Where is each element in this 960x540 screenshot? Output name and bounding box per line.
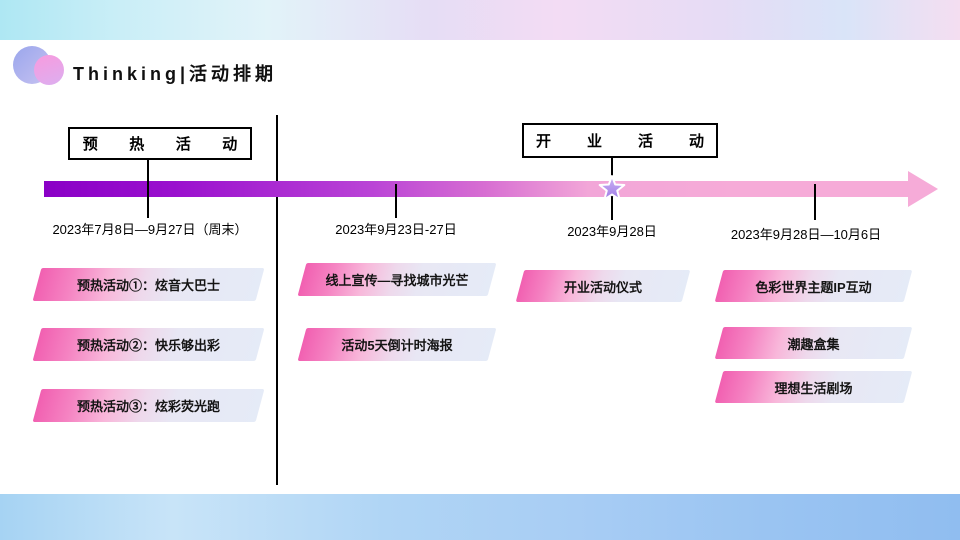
activity-item: 开业活动仪式 [515, 270, 691, 302]
logo-circle-pink-icon [34, 55, 64, 85]
activity-item-label: 预热活动③：炫彩荧光跑 [76, 399, 220, 414]
connector-line-milestone-4 [814, 184, 816, 220]
star-icon [598, 175, 626, 201]
activity-item-label: 色彩世界主题IP互动 [755, 279, 872, 295]
page-title: Thinking|活动排期 [73, 64, 278, 84]
section-label-opening: 开业活动 [535, 133, 740, 150]
section-box-preheat: 预热活动 [68, 127, 252, 160]
activity-item: 预热活动③：炫彩荧光跑 [32, 389, 265, 422]
milestone-date-3: 2023年9月28日 [567, 224, 657, 239]
activity-item-label: 预热活动②：快乐够出彩 [76, 338, 220, 353]
activity-item: 色彩世界主题IP互动 [714, 270, 913, 302]
timeline-arrowhead-icon [908, 171, 938, 207]
activity-item-label: 潮趣盒集 [787, 336, 840, 352]
connector-line-preheat [147, 160, 149, 218]
connector-line-milestone-2 [395, 184, 397, 218]
bottom-banner-decoration [0, 494, 960, 540]
vertical-divider-line [276, 115, 278, 485]
activity-item-label: 线上宣传—寻找城市光芒 [325, 273, 469, 288]
activity-item: 潮趣盒集 [714, 327, 913, 359]
activity-item: 预热活动②：快乐够出彩 [32, 328, 265, 361]
activity-item-label: 活动5天倒计时海报 [341, 338, 453, 353]
activity-item: 理想生活剧场 [714, 371, 913, 403]
milestone-date-1: 2023年7月8日—9月27日（周末） [52, 222, 248, 237]
activity-item-label: 预热活动①：炫音大巴士 [76, 278, 220, 293]
section-label-preheat: 预热活动 [82, 136, 269, 153]
activity-item-label: 理想生活剧场 [774, 380, 853, 396]
activity-item: 预热活动①：炫音大巴士 [32, 268, 265, 301]
milestone-date-4: 2023年9月28日—10月6日 [730, 227, 882, 242]
timeline-bar [44, 181, 908, 197]
top-banner-decoration [0, 0, 960, 40]
activity-item: 活动5天倒计时海报 [297, 328, 497, 361]
activity-item-label: 开业活动仪式 [563, 279, 642, 295]
milestone-date-2: 2023年9月23日-27日 [335, 222, 457, 237]
activity-item: 线上宣传—寻找城市光芒 [297, 263, 497, 296]
section-box-opening: 开业活动 [522, 123, 718, 158]
